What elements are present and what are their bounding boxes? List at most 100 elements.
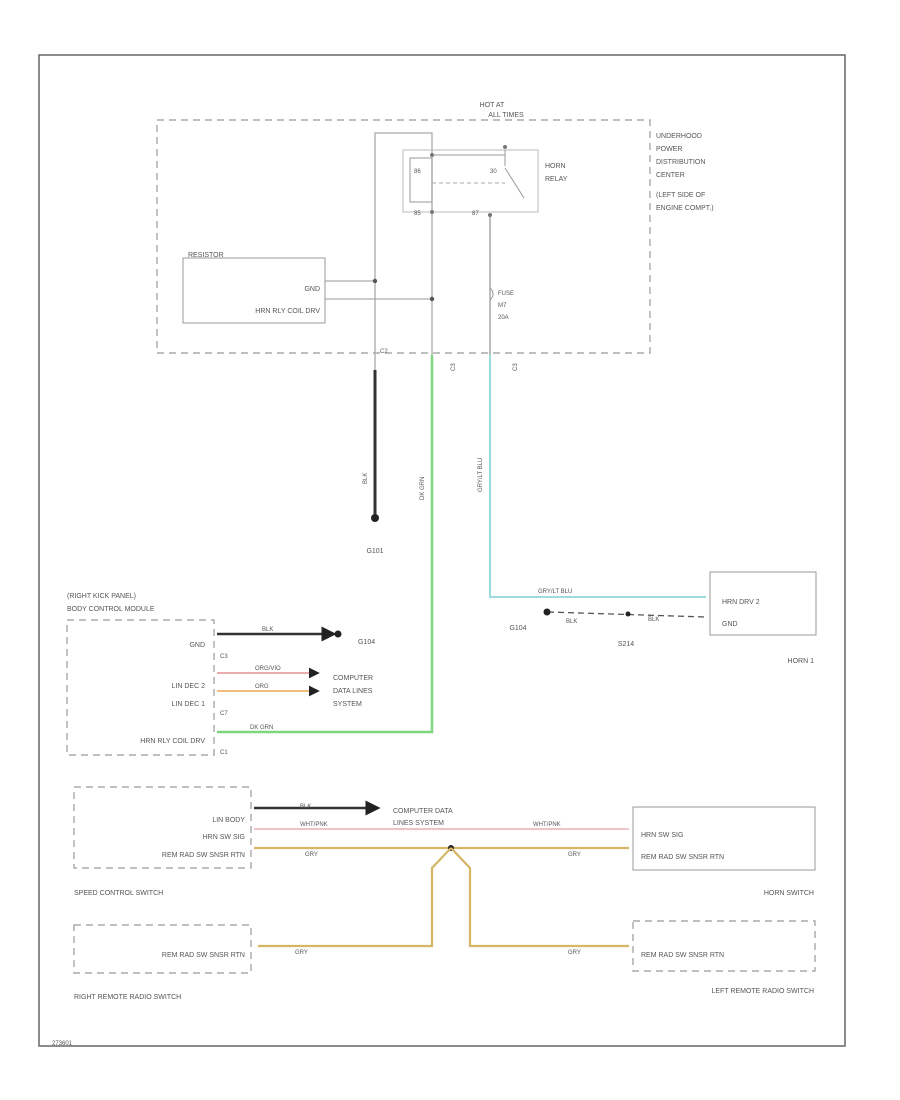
pdc-conn-c3-a: C3 [451, 363, 457, 371]
hot-at-label-1: HOT AT [480, 102, 505, 109]
pdc-box [156, 119, 651, 354]
relay-pin-86: 86 [414, 169, 421, 175]
horn-switch-box [632, 806, 816, 871]
relay-label-1: HORN [545, 163, 566, 170]
horn-label: HORN 1 [788, 658, 815, 665]
fuse-label-1: FUSE [498, 291, 514, 297]
right-remote-label: RIGHT REMOTE RADIO SWITCH [74, 994, 181, 1001]
relay-box [402, 149, 539, 213]
pdc-name-6: ENGINE COMPT.) [656, 205, 714, 212]
speed-pin-lin: LIN BODY [212, 817, 245, 824]
bcm-box [66, 619, 215, 756]
speed-switch-box [73, 786, 252, 869]
fuse-label-2: M7 [498, 303, 507, 309]
pdc-bus [374, 132, 433, 370]
bcm-data-lines-3: SYSTEM [333, 701, 362, 708]
ground-g101-symbol [371, 514, 379, 522]
fuse-symbol [489, 287, 494, 301]
relay-pin-87: 87 [472, 211, 479, 217]
resistor-pin-hrn-rly: HRN RLY COIL DRV [255, 308, 320, 315]
wire-gry-lt-blu-label: GRY/LT BLU [478, 458, 484, 492]
bcm-data-lines-1: COMPUTER [333, 675, 373, 682]
bcm-gnd-wire-label: BLK [262, 627, 273, 633]
right-remote-box [73, 924, 252, 974]
horn-splice-s214 [625, 611, 631, 617]
outer-frame [38, 54, 846, 1047]
bcm-data-lines-2: DATA LINES [333, 688, 373, 695]
relay-pin-85-node [430, 210, 434, 214]
bcm-pin-gnd: GND [189, 642, 205, 649]
resistor-title: RESISTOR [188, 252, 224, 259]
bcm-pin-hrn-rly: HRN RLY COIL DRV [140, 738, 205, 745]
relay-pin-86-node [430, 153, 434, 157]
bcm-conn-c7: C7 [220, 711, 228, 717]
horn-pin-drv: HRN DRV 2 [722, 599, 760, 606]
wire-hrn-sw-sig-label-2: WHT/PNK [533, 822, 561, 828]
bcm-lin1-wire-label: ORG [255, 684, 269, 690]
bcm-title-2: BODY CONTROL MODULE [67, 606, 155, 613]
relay-pin-87-node [488, 213, 492, 217]
bcm-title-1: (RIGHT KICK PANEL) [67, 593, 136, 600]
ground-g101-label: G101 [366, 548, 383, 555]
relay-coil [409, 157, 433, 203]
speed-pin-hrn-sig: HRN SW SIG [203, 834, 245, 841]
wire-rtn-label-3: GRY [295, 950, 308, 956]
resistor-box [182, 257, 326, 324]
wire-rtn-right-remote [258, 847, 452, 948]
pdc-name-4: CENTER [656, 172, 685, 179]
pdc-name-3: DISTRIBUTION [656, 159, 705, 166]
wire-rtn-label-4: GRY [568, 950, 581, 956]
speed-lin-wire-label: BLK [300, 804, 311, 810]
right-remote-pin-rtn: REM RAD SW SNSR RTN [162, 952, 245, 959]
bcm-lin2-wire-label: ORG/VIO [255, 666, 281, 672]
fuse-label-3: 20A [498, 315, 509, 321]
relay-label-2: RELAY [545, 176, 568, 183]
speed-switch-label: SPEED CONTROL SWITCH [74, 890, 163, 897]
wire-hrn-sw-sig-label-1: WHT/PNK [300, 822, 328, 828]
wire-rtn-label-2: GRY [568, 852, 581, 858]
horn-ground-g104-label: G104 [509, 625, 526, 632]
horn-switch-label: HORN SWITCH [764, 890, 814, 897]
speed-data-lines-1: COMPUTER DATA [393, 808, 453, 815]
pdc-conn-c3-b: C3 [513, 363, 519, 371]
wire-rtn-left-remote [450, 847, 629, 948]
pdc-name-5: (LEFT SIDE OF [656, 192, 705, 199]
bcm-conn-c1: C1 [220, 750, 228, 756]
wire-gry-lt-blu [489, 355, 706, 598]
horn-ground-wire-label-1: BLK [566, 619, 577, 625]
bcm-pin-lin2: LIN DEC 2 [172, 683, 206, 690]
wire-dk-grn-label: DK GRN [420, 477, 426, 500]
horn-switch-pin-rtn: REM RAD SW SNSR RTN [641, 854, 724, 861]
hot-at-label-2: ALL TIMES [488, 112, 524, 119]
relay-pin-85: 85 [414, 211, 421, 217]
relay-pin-30-node [503, 145, 507, 149]
relay-switch-arm [504, 167, 525, 199]
wire-blk-pdc: BLK [363, 473, 369, 484]
left-remote-pin-rtn: REM RAD SW SNSR RTN [641, 952, 724, 959]
wire-dk-grn [217, 355, 434, 734]
pdc-conn-c2: C2 [380, 349, 388, 355]
bcm-pin-lin1: LIN DEC 1 [172, 701, 206, 708]
horn-splice-label: S214 [618, 641, 634, 648]
horn-ground-g104-symbol [543, 608, 551, 616]
pdc-name-1: UNDERHOOD [656, 133, 702, 140]
horn-switch-pin-sig: HRN SW SIG [641, 832, 683, 839]
relay-pin-30: 30 [490, 169, 497, 175]
speed-data-lines-2: LINES SYSTEM [393, 820, 444, 827]
resistor-gnd-node [372, 278, 378, 284]
bcm-conn-c3: C3 [220, 654, 228, 660]
horn-ground-wire-label-2: BLK [648, 617, 659, 623]
speed-pin-rtn: REM RAD SW SNSR RTN [162, 852, 245, 859]
pdc-name-2: POWER [656, 146, 682, 153]
left-remote-label: LEFT REMOTE RADIO SWITCH [711, 988, 814, 995]
diagram-code: 273601 [52, 1041, 73, 1047]
horn-pin-gnd: GND [722, 621, 738, 628]
wire-gry-lt-blu-label-horn: GRY/LT BLU [538, 589, 572, 595]
horn-ground-wire [547, 611, 707, 618]
horn-box [709, 571, 817, 636]
bcm-ground-label: G104 [358, 639, 375, 646]
resistor-drv-node [429, 296, 435, 302]
resistor-pin-gnd: GND [304, 286, 320, 293]
